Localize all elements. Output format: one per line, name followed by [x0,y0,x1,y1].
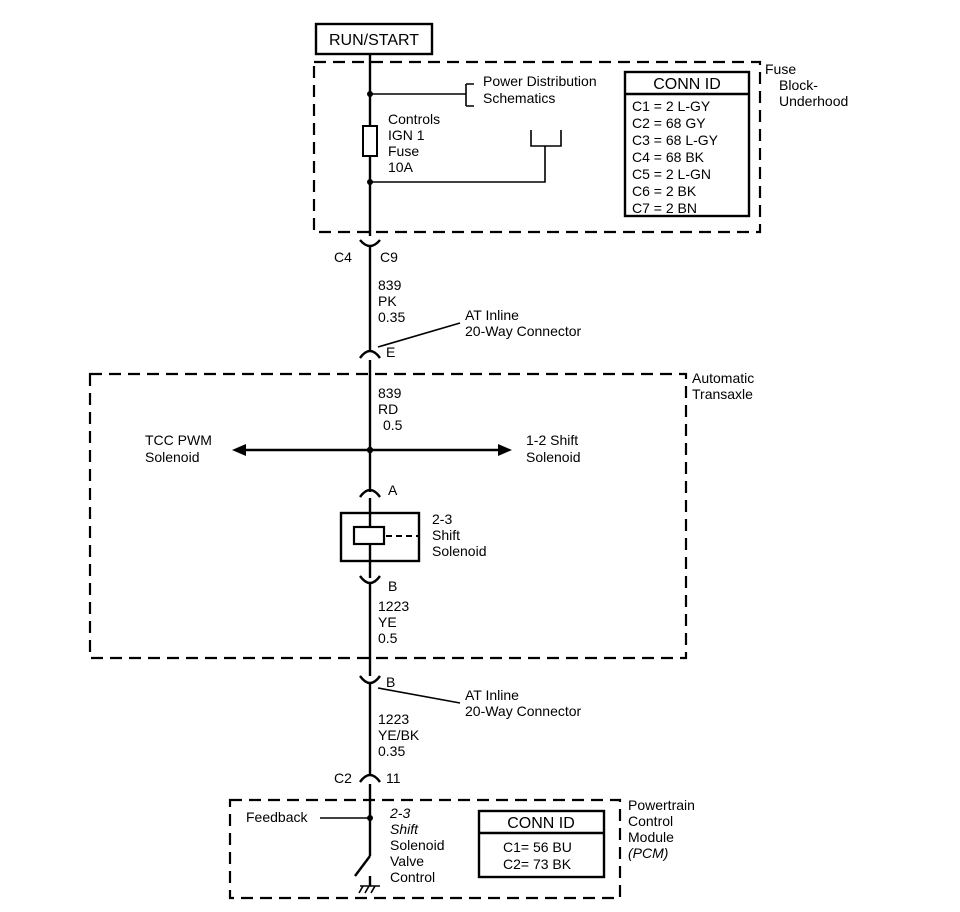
wire-label: 1223 [378,598,409,614]
fuse-label-4: 10A [388,159,414,175]
pcm-label-4: (PCM) [628,845,668,861]
power-distribution-label-2: Schematics [483,90,555,106]
shift-12-label-2: Solenoid [526,449,581,465]
tcc-pwm-label-2: Solenoid [145,449,200,465]
run-start-box [314,22,434,56]
fuse-label-3: Fuse [388,143,419,159]
connector-pin11-label: 11 [386,770,401,786]
wire-label: 839 [378,385,402,401]
connector-c2-symbol [359,773,381,783]
wire-label: 839 [378,277,402,293]
pcm-label-3: Module [628,829,674,845]
wire-label: 1223 [378,711,409,727]
wire-label: 0.35 [378,743,405,759]
conn-id-row: C5 = 2 L-GN [632,166,711,182]
transaxle-label-1: Automatic [692,370,754,386]
conn-id-title: CONN ID [653,76,721,93]
splice-dot [366,446,374,454]
inline-connector-e-symbol [359,349,381,359]
ground-icon [358,885,380,894]
control-label-2: Shift [390,821,419,837]
connector-c9-label: C9 [380,249,398,265]
wire-label: 0.5 [378,630,398,646]
conn-id-row: C1 = 2 L-GY [632,98,711,114]
automatic-transaxle-enclosure [88,372,688,660]
pcm-conn-id-row: C1= 56 BU [503,839,572,855]
control-label-4: Valve [390,853,424,869]
feedback-label: Feedback [246,809,308,825]
inline-connector-1-label-1: AT Inline [465,307,519,323]
control-label-3: Solenoid [390,837,445,853]
connector-b-label: B [388,578,397,594]
transaxle-label-2: Transaxle [692,386,753,402]
conn-id-row: C3 = 68 L-GY [632,132,719,148]
inline-connector-leader [377,322,461,348]
inline-connector-b-symbol [359,675,381,685]
inline-connector-2-label-2: 20-Way Connector [465,703,582,719]
low-side-driver-switch [354,855,371,877]
connector-b2-label: B [386,674,395,690]
fuse-block-enclosure [312,60,762,234]
connector-a-label: A [388,482,398,498]
inline-connector-leader [377,687,461,704]
control-label-5: Control [390,869,435,885]
wire-label: RD [378,401,398,417]
conn-id-row: C6 = 2 BK [632,183,697,199]
conn-id-row: C4 = 68 BK [632,149,705,165]
arrow-left-icon [232,444,246,456]
pcm-conn-id-table: CONN ID C1= 56 BU C2= 73 BK [477,809,606,879]
fuse-block-label-1: Fuse [765,61,796,77]
solenoid-label-2: Shift [432,527,460,543]
connector-e-label: E [386,344,395,360]
shift-12-label-1: 1-2 Shift [526,432,578,448]
wire-label: YE/BK [378,727,420,743]
arrow-right-icon [498,444,512,456]
run-start-label: RUN/START [329,32,419,49]
inline-connector-2-label-1: AT Inline [465,687,519,703]
pcm-conn-id-title: CONN ID [507,815,575,832]
solenoid-label-1: 2-3 [432,511,452,527]
wire-label: YE [378,614,397,630]
pcm-conn-id-row: C2= 73 BK [503,856,572,872]
fuse-block-conn-id-table: CONN ID C1 = 2 L-GY C2 = 68 GY C3 = 68 L… [623,70,751,218]
connector-a-symbol [359,488,381,498]
wire-label: 0.35 [378,309,405,325]
power-distribution-reference [370,83,474,107]
power-distribution-label-1: Power Distribution [483,73,597,89]
fuse-label-2: IGN 1 [388,127,425,143]
conn-id-row: C7 = 2 BN [632,200,697,216]
pcm-label-2: Control [628,813,673,829]
fuse-label-1: Controls [388,111,440,127]
wire-label: PK [378,293,397,309]
conn-id-row: C2 = 68 GY [632,115,706,131]
fuse-block-label-3: Underhood [779,93,848,109]
inline-connector-1-label-2: 20-Way Connector [465,323,582,339]
shift-solenoid-23-coil [352,525,386,546]
fuse-bus-connection [370,130,562,183]
connector-c2-label: C2 [334,770,352,786]
tcc-pwm-label-1: TCC PWM [145,432,212,448]
pcm-label-1: Powertrain [628,797,695,813]
control-label-1: 2-3 [389,805,410,821]
connector-c4-c9-symbol [359,239,381,248]
connector-c4-label: C4 [334,249,352,265]
fuse-block-label-2: Block- [779,77,818,93]
solenoid-label-3: Solenoid [432,543,487,559]
connector-b-symbol [359,575,381,585]
ign1-fuse-symbol [362,125,378,157]
wire-label: 0.5 [383,417,403,433]
